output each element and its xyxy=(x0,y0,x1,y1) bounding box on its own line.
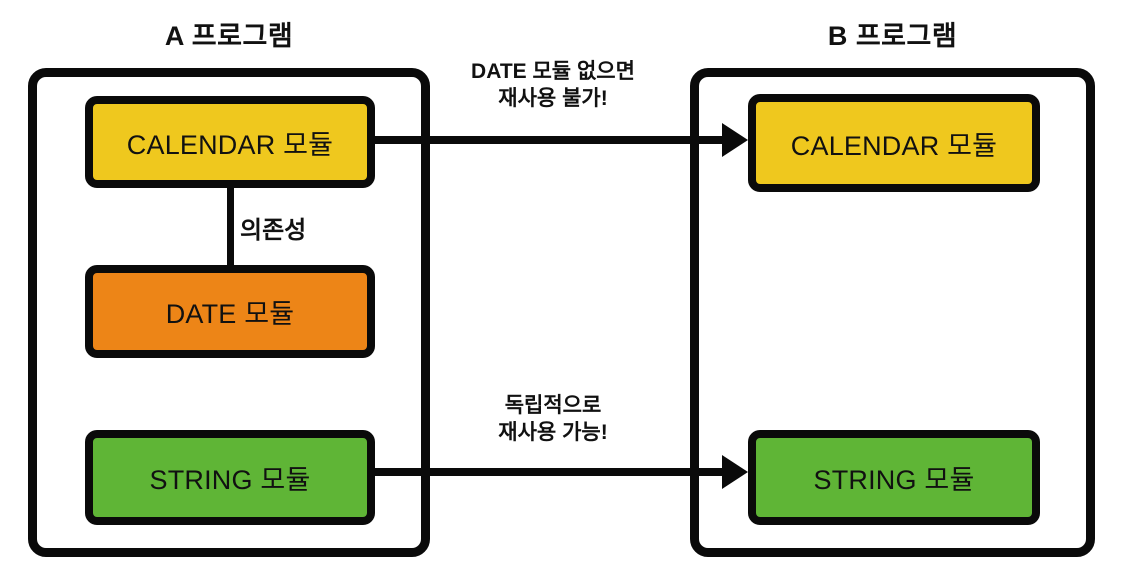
module-a-calendar-label: CALENDAR 모듈 xyxy=(126,129,334,160)
calendar-transfer-note: DATE 모듈 없으면 재사용 불가! xyxy=(418,58,688,113)
calendar-transfer-arrow-shaft xyxy=(372,136,724,144)
module-b-string-label: STRING 모듈 xyxy=(813,465,975,495)
module-b-calendar[interactable]: CALENDAR 모듈 xyxy=(748,94,1040,192)
program-a-title: A 프로그램 xyxy=(164,21,294,51)
string-transfer-note-line-2: 재사용 가능! xyxy=(498,421,608,445)
calendar-transfer-arrowhead-icon xyxy=(722,123,748,157)
program-b-title: B 프로그램 xyxy=(827,21,958,51)
module-a-date-label: DATE 모듈 xyxy=(165,299,295,329)
calendar-transfer-note-line-2: 재사용 불가! xyxy=(498,87,608,111)
module-b-string[interactable]: STRING 모듈 xyxy=(748,430,1040,525)
module-a-string[interactable]: STRING 모듈 xyxy=(85,430,375,525)
module-a-date[interactable]: DATE 모듈 xyxy=(85,265,375,358)
string-transfer-arrowhead-icon xyxy=(722,455,748,489)
string-transfer-note-line-1: 독립적으로 xyxy=(504,394,602,417)
module-b-calendar-label: CALENDAR 모듈 xyxy=(790,130,998,161)
dependency-connector-label: 의존성 xyxy=(240,217,307,244)
dependency-connector-line xyxy=(227,186,234,268)
calendar-transfer-note-line-1: DATE 모듈 없으면 xyxy=(471,60,635,83)
string-transfer-note: 독립적으로 재사용 가능! xyxy=(418,392,688,447)
module-a-calendar[interactable]: CALENDAR 모듈 xyxy=(85,96,375,188)
module-a-string-label: STRING 모듈 xyxy=(149,465,311,495)
string-transfer-arrow-shaft xyxy=(372,468,724,476)
